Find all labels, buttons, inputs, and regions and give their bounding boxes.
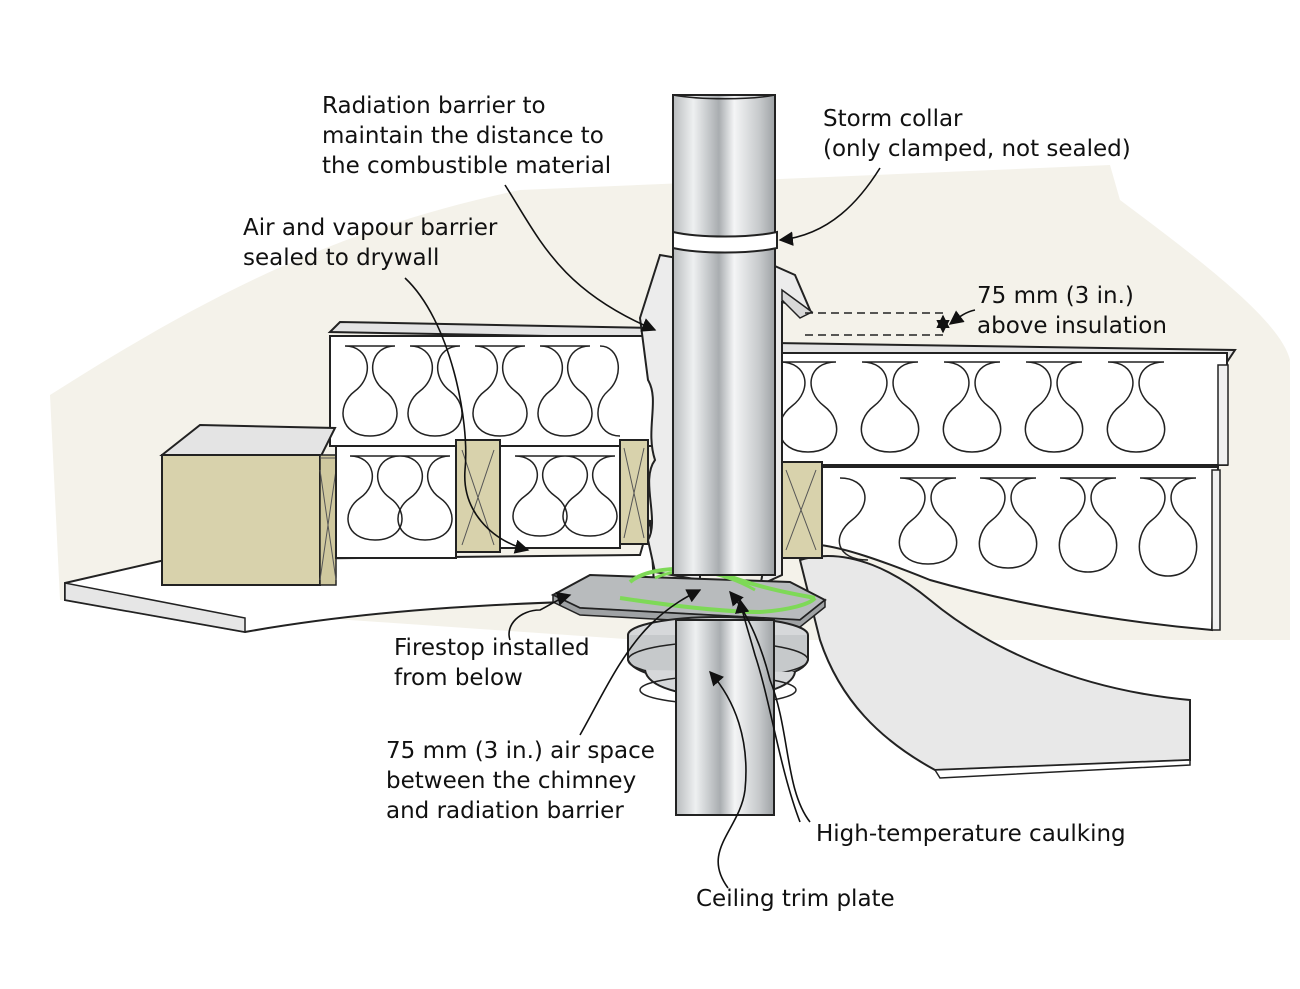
left-lower-insulation <box>335 439 649 559</box>
right-upper-insulation <box>762 341 1237 466</box>
leader-air-space <box>579 589 702 736</box>
leader-caulking <box>729 590 811 823</box>
leader-lines <box>404 167 976 889</box>
left-upper-insulation <box>327 320 656 447</box>
right-lower-insulation <box>779 461 1221 632</box>
label-firestop: Firestop installed from below <box>394 635 590 691</box>
label-air-vapour-barrier: Air and vapour barrier sealed to drywall <box>243 215 498 271</box>
left-wood-block <box>159 423 337 586</box>
chimney-pipe <box>672 94 778 816</box>
leader-caulking-2 <box>735 598 801 823</box>
storm-collar-band <box>672 230 778 254</box>
label-trim-plate: Ceiling trim plate <box>696 886 895 912</box>
right-drywall <box>798 555 1191 779</box>
label-air-space: 75 mm (3 in.) air space between the chim… <box>386 738 655 824</box>
leader-firestop <box>508 591 572 641</box>
leader-trim-plate <box>709 670 747 889</box>
label-clearance: 75 mm (3 in.) above insulation <box>977 283 1167 339</box>
leader-clearance <box>948 309 976 325</box>
label-radiation-barrier: Radiation barrier to maintain the distan… <box>322 93 612 179</box>
leader-radiation-barrier <box>504 184 657 332</box>
leader-storm-collar <box>778 167 881 246</box>
leader-air-vapour <box>404 277 530 554</box>
label-storm-collar: Storm collar (only clamped, not sealed) <box>823 106 1131 162</box>
clearance-dimension <box>805 312 950 336</box>
label-caulking: High-temperature caulking <box>816 821 1126 847</box>
